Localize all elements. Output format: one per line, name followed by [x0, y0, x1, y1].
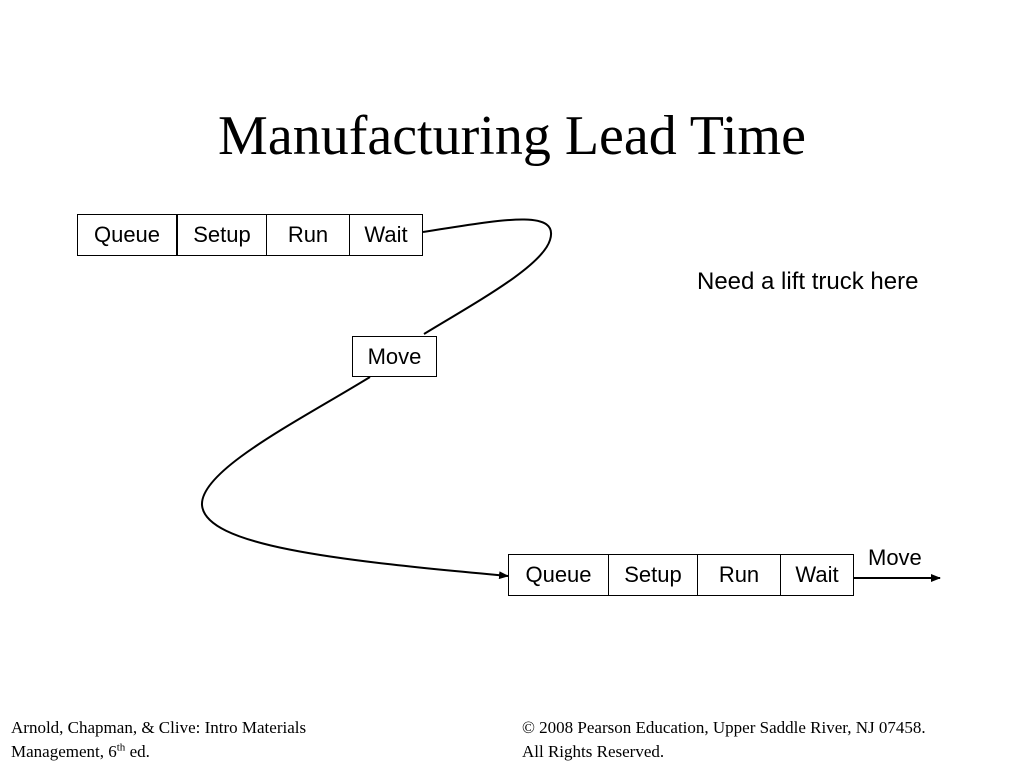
footer-citation-line1: Arnold, Chapman, & Clive: Intro Material…	[11, 718, 307, 737]
connector-top-to-move	[422, 218, 553, 335]
footer-copyright: © 2008 Pearson Education, Upper Saddle R…	[522, 716, 926, 764]
footer-edition-suffix: ed.	[125, 742, 150, 761]
exit-move-label: Move	[868, 545, 922, 570]
lower-step-setup: Setup	[609, 555, 698, 595]
upper-step-setup: Setup	[178, 215, 267, 255]
footer-copyright-line1: © 2008 Pearson Education, Upper Saddle R…	[522, 718, 926, 737]
footer-citation: Arnold, Chapman, & Clive: Intro Material…	[11, 716, 306, 764]
upper-process-flow: Queue Setup Run Wait	[77, 214, 423, 256]
footer-edition-prefix: Management, 6	[11, 742, 117, 761]
upper-step-run: Run	[267, 215, 350, 255]
lower-step-wait: Wait	[795, 562, 839, 587]
lower-process-flow: Queue Setup Run Wait	[508, 554, 854, 596]
connector-move-to-bottom-arrow	[200, 376, 509, 580]
footer-copyright-line2: All Rights Reserved.	[522, 742, 665, 761]
upper-step-queue: Queue	[78, 215, 178, 255]
lower-step-run: Run	[698, 555, 781, 595]
lower-step-queue: Queue	[509, 555, 609, 595]
lift-truck-note: Need a lift truck here	[697, 268, 919, 295]
move-step-box: Move	[352, 336, 437, 377]
footer-edition-sup: th	[116, 741, 126, 754]
footer-citation-line2: Management, 6th ed.	[11, 740, 306, 764]
upper-step-wait: Wait	[364, 222, 408, 247]
slide-title: Manufacturing Lead Time	[218, 105, 806, 167]
